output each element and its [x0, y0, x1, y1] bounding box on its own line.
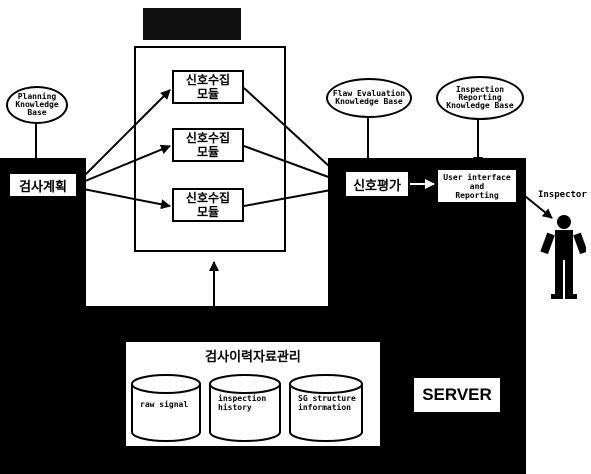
arrow-module-3-to-evaluate	[244, 188, 342, 206]
arrow-ui-to-inspector	[520, 192, 552, 218]
arrow-plan-to-module-2	[78, 146, 170, 184]
arrow-plan-to-module-3	[78, 188, 170, 206]
arrow-plan-to-module-1	[78, 90, 170, 182]
